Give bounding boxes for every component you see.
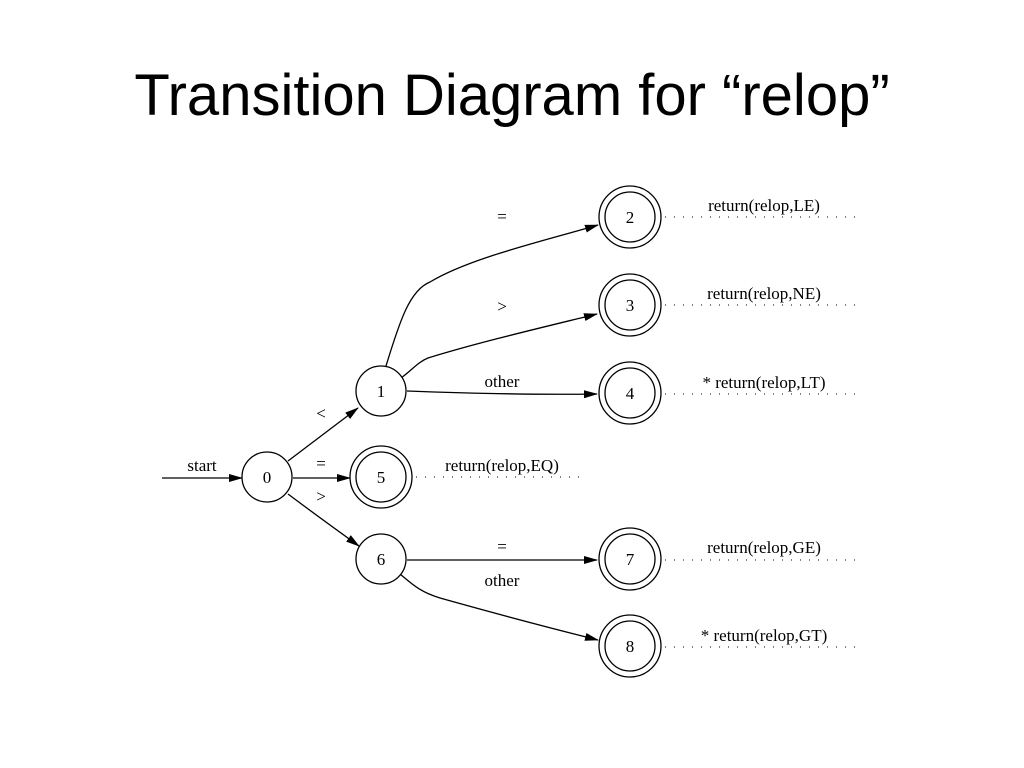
action-state-4: * return(relop,LT) xyxy=(702,373,825,392)
state-label-0: 0 xyxy=(263,468,272,487)
start-label: start xyxy=(187,456,217,475)
state-0 xyxy=(241,451,293,503)
state-2 xyxy=(598,185,662,249)
state-3 xyxy=(598,273,662,337)
edge-1-to-4 xyxy=(406,390,598,399)
edge-label-0-5: = xyxy=(316,454,326,473)
state-label-1: 1 xyxy=(377,382,386,401)
state-label-6: 6 xyxy=(377,550,386,569)
state-label-2: 2 xyxy=(626,208,635,227)
state-label-3: 3 xyxy=(626,296,635,315)
edge-6-to-8 xyxy=(399,573,599,641)
state-6 xyxy=(355,533,407,585)
edge-1-to-3 xyxy=(400,313,598,379)
edge-label-1-2: = xyxy=(497,207,507,226)
state-label-5: 5 xyxy=(377,468,386,487)
action-state-8: * return(relop,GT) xyxy=(701,626,828,645)
state-7 xyxy=(598,527,662,591)
state-1 xyxy=(355,365,407,417)
state-5 xyxy=(349,445,413,509)
state-8 xyxy=(598,614,662,678)
state-label-7: 7 xyxy=(626,550,635,569)
state-label-4: 4 xyxy=(626,384,635,403)
slide-title: Transition Diagram for “relop” xyxy=(134,63,890,128)
action-state-2: return(relop,LE) xyxy=(708,196,820,215)
edge-label-6-7: = xyxy=(497,537,507,556)
edge-label-1-3: > xyxy=(497,297,507,316)
edge-0-to-1 xyxy=(287,407,359,462)
edge-label-6-8: other xyxy=(485,571,520,590)
state-4 xyxy=(598,361,662,425)
edge-1-to-2 xyxy=(385,224,599,367)
action-state-7: return(relop,GE) xyxy=(707,538,821,557)
state-label-8: 8 xyxy=(626,637,635,656)
edge-label-0-6: > xyxy=(316,487,326,506)
edge-0-to-6 xyxy=(287,493,360,547)
action-state-3: return(relop,NE) xyxy=(707,284,821,303)
edge-label-1-4: other xyxy=(485,372,520,391)
edge-label-0-1: < xyxy=(316,404,326,423)
action-state-5: return(relop,EQ) xyxy=(445,456,559,475)
